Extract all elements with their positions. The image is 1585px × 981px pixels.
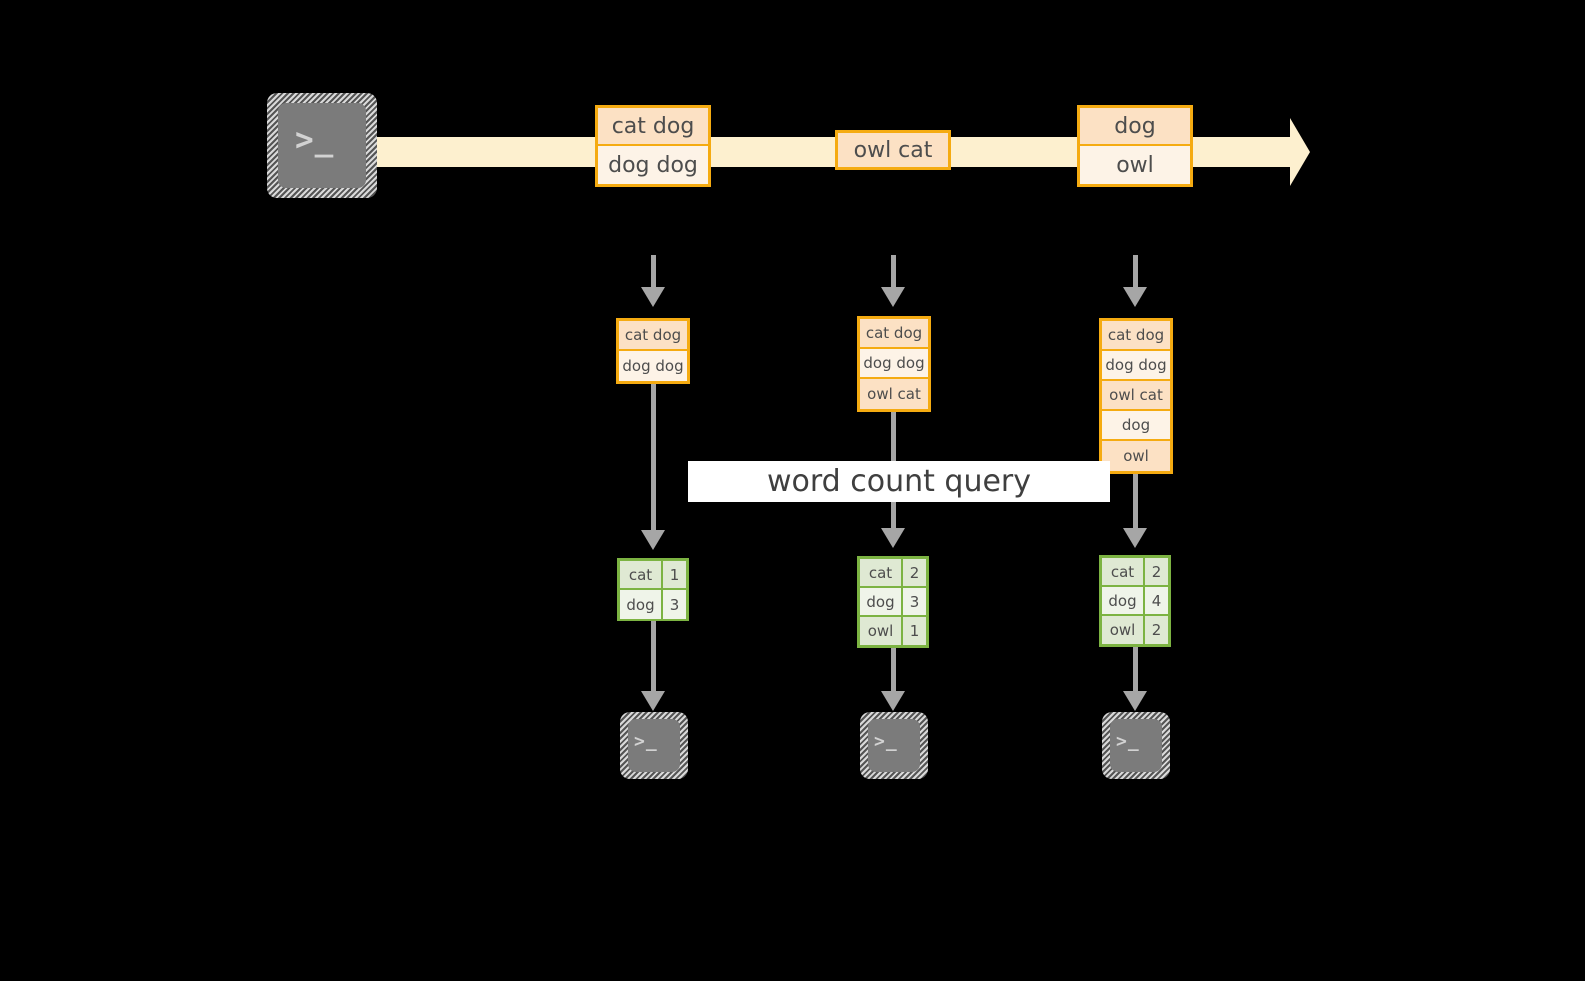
- stage-2-feed-line: [891, 255, 896, 287]
- table-row: owl 2: [1102, 616, 1168, 644]
- result-count: 1: [903, 617, 926, 645]
- result-word: cat: [860, 559, 903, 586]
- result-count: 4: [1145, 587, 1168, 614]
- terminal-prompt-glyph: >_: [634, 731, 658, 752]
- stage-input-record: dog dog: [860, 349, 928, 379]
- terminal-body: [868, 719, 920, 772]
- stage-1-feed-arrowhead: [641, 287, 665, 307]
- table-row: cat 2: [1102, 558, 1168, 587]
- stream-record: dog: [1080, 108, 1190, 146]
- result-word: dog: [620, 590, 663, 619]
- stage-2-result-table[interactable]: cat 2 dog 3 owl 1: [857, 556, 929, 648]
- result-count: 3: [903, 588, 926, 615]
- stage-3-sink-line: [1133, 647, 1138, 691]
- stage-input-record: owl: [1102, 441, 1170, 471]
- stage-input-record: dog: [1102, 411, 1170, 441]
- stage-3-input-stack[interactable]: cat dog dog dog owl cat dog owl: [1099, 318, 1173, 474]
- result-word: dog: [1102, 587, 1145, 614]
- stream-record: dog dog: [598, 146, 708, 184]
- stage-3-feed-line: [1133, 255, 1138, 287]
- result-word: cat: [1102, 558, 1145, 585]
- result-count: 1: [663, 561, 686, 588]
- result-count: 2: [903, 559, 926, 586]
- result-word: dog: [860, 588, 903, 615]
- stage-1-sink-line: [651, 621, 656, 691]
- stream-record: owl cat: [838, 133, 948, 167]
- table-row: dog 4: [1102, 587, 1168, 616]
- terminal-prompt-glyph: >_: [295, 122, 335, 158]
- stream-record: owl: [1080, 146, 1190, 184]
- stage-1-result-table[interactable]: cat 1 dog 3: [617, 558, 689, 621]
- stage-input-record: dog dog: [619, 351, 687, 381]
- result-count: 3: [663, 590, 686, 619]
- stage-1-sink-arrowhead: [641, 691, 665, 711]
- result-count: 2: [1145, 558, 1168, 585]
- stage-input-record: cat dog: [860, 319, 928, 349]
- stage-1-input-stack[interactable]: cat dog dog dog: [616, 318, 690, 384]
- stage-1-feed-line: [651, 255, 656, 287]
- stage-input-record: cat dog: [619, 321, 687, 351]
- table-row: owl 1: [860, 617, 926, 645]
- stage-2-sink-arrowhead: [881, 691, 905, 711]
- stream-batch-3[interactable]: dog owl: [1077, 105, 1193, 187]
- table-row: cat 1: [620, 561, 686, 590]
- table-row: cat 2: [860, 559, 926, 588]
- table-row: dog 3: [620, 590, 686, 619]
- stage-1-query-arrowhead: [641, 530, 665, 550]
- terminal-body: [278, 103, 366, 188]
- terminal-prompt-glyph: >_: [874, 731, 898, 752]
- stage-3-query-line: [1133, 474, 1138, 528]
- terminal-body: [628, 719, 680, 772]
- terminal-prompt-glyph: >_: [1116, 731, 1140, 752]
- stage-3-query-arrowhead: [1123, 528, 1147, 548]
- event-stream-arrow-head: [1290, 118, 1310, 186]
- stage-input-record: owl cat: [1102, 381, 1170, 411]
- stream-batch-2[interactable]: owl cat: [835, 130, 951, 170]
- stage-3-sink-terminal-icon[interactable]: >_: [1102, 712, 1170, 779]
- stage-3-result-table[interactable]: cat 2 dog 4 owl 2: [1099, 555, 1171, 647]
- result-word: cat: [620, 561, 663, 588]
- source-terminal-icon[interactable]: >_: [267, 93, 377, 198]
- table-row: dog 3: [860, 588, 926, 617]
- stage-2-sink-line: [891, 648, 896, 691]
- stage-2-sink-terminal-icon[interactable]: >_: [860, 712, 928, 779]
- stage-3-sink-arrowhead: [1123, 691, 1147, 711]
- query-label: word count query: [688, 461, 1110, 502]
- stage-2-query-arrowhead: [881, 528, 905, 548]
- stage-input-record: dog dog: [1102, 351, 1170, 381]
- stream-record: cat dog: [598, 108, 708, 146]
- stage-1-sink-terminal-icon[interactable]: >_: [620, 712, 688, 779]
- stage-input-record: owl cat: [860, 379, 928, 409]
- result-count: 2: [1145, 616, 1168, 644]
- stage-input-record: cat dog: [1102, 321, 1170, 351]
- stage-3-feed-arrowhead: [1123, 287, 1147, 307]
- stage-2-input-stack[interactable]: cat dog dog dog owl cat: [857, 316, 931, 412]
- stage-1-query-line: [651, 384, 656, 530]
- stream-batch-1[interactable]: cat dog dog dog: [595, 105, 711, 187]
- stage-2-feed-arrowhead: [881, 287, 905, 307]
- result-word: owl: [860, 617, 903, 645]
- result-word: owl: [1102, 616, 1145, 644]
- terminal-body: [1110, 719, 1162, 772]
